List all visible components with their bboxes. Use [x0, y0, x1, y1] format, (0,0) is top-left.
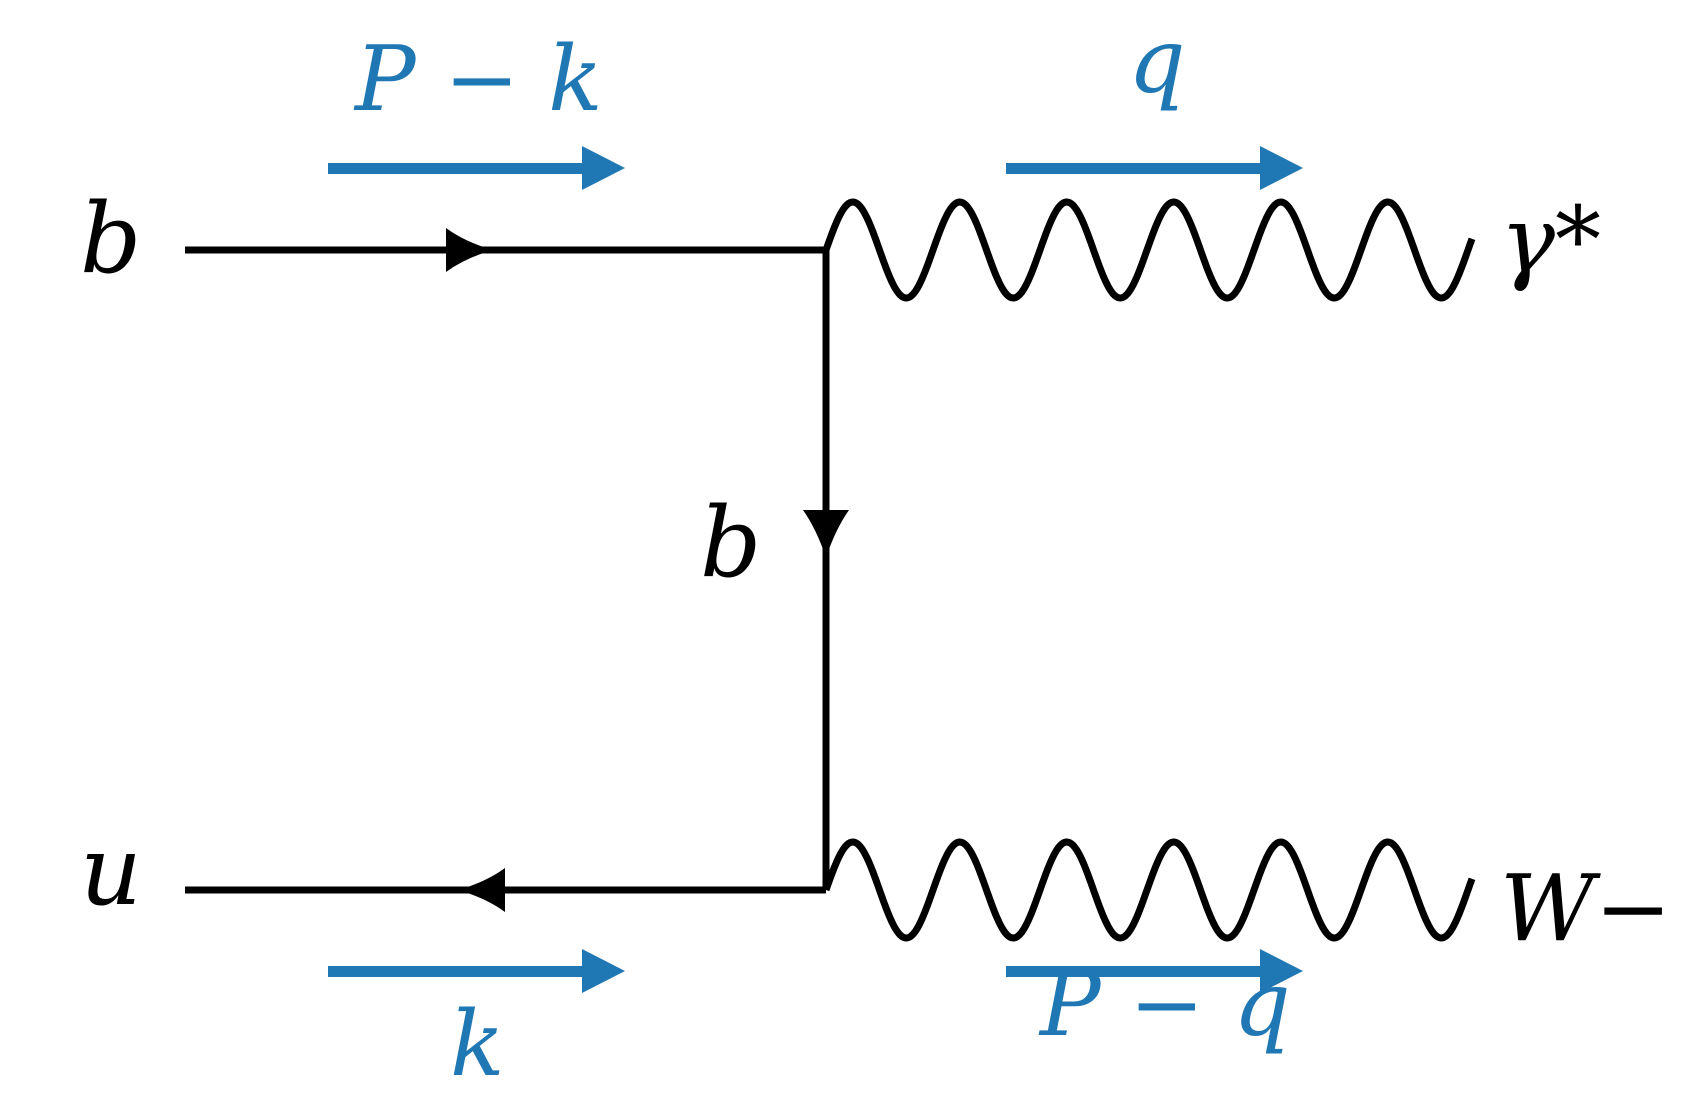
momentum-arrow-top-left — [328, 146, 625, 190]
w-boson-wavy-line — [822, 838, 1476, 942]
momentum-arrow-bottom-left — [328, 949, 625, 993]
arrow-down-middle-icon — [803, 510, 849, 558]
label-w-minus: W− — [1500, 855, 1672, 962]
label-momentum-bottom-left: k — [450, 992, 505, 1097]
fermion-arrows — [446, 228, 849, 912]
label-propagator-b: b — [700, 487, 761, 599]
arrow-left-bottom-icon — [458, 868, 505, 912]
momentum-arrow-bottom-right — [1006, 949, 1303, 993]
arrow-right-top-icon — [446, 228, 493, 272]
momentum-arrow-top-right — [1006, 146, 1303, 190]
gamma-star-wavy-line — [822, 198, 1476, 302]
label-momentum-bottom-right: P − q — [1038, 952, 1291, 1057]
label-momentum-top-left: P − k — [353, 27, 603, 132]
label-incoming-b: b — [80, 183, 141, 295]
fermion-lines — [185, 246, 830, 894]
momentum-arrows — [328, 146, 1303, 993]
label-momentum-top-right: q — [1128, 9, 1186, 114]
label-incoming-u: u — [80, 815, 142, 927]
label-gamma-star: γ* — [1500, 187, 1601, 294]
